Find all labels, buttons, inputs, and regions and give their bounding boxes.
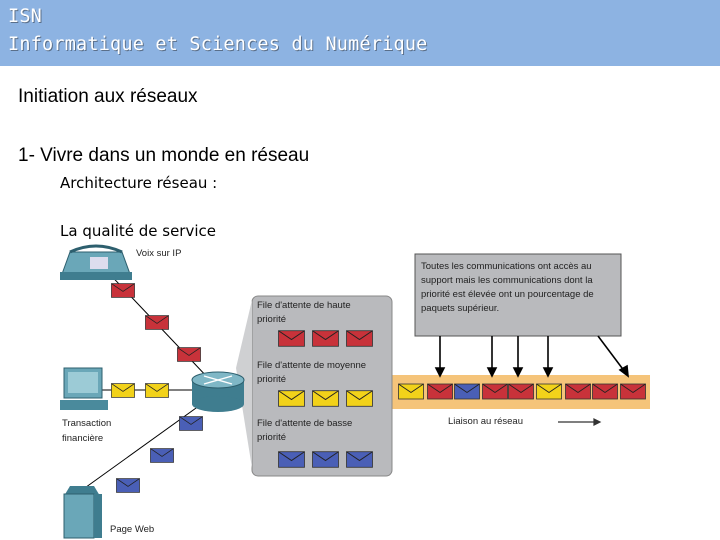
queue-low-label-1: File d'attente de basse: [257, 418, 352, 429]
note-box: [414, 253, 622, 337]
note-arrows: [434, 335, 629, 378]
header-line-2: Informatique et Sciences du Numérique: [8, 34, 428, 55]
envelope-icon-high-3: [177, 347, 201, 362]
subsection-qos: La qualité de service: [60, 222, 216, 240]
envelope-icon-low-1: [179, 416, 203, 431]
computer-icon: [60, 367, 108, 410]
note-line-2: support mais les communications dont la: [421, 275, 593, 286]
incoming-envelopes: [111, 283, 203, 493]
subsection-architecture: Architecture réseau :: [60, 174, 218, 192]
phone-icon: [60, 244, 132, 280]
queue-high-label-1: File d'attente de haute: [257, 300, 351, 311]
web-label: Page Web: [110, 524, 154, 535]
queue-high-label-2: priorité: [257, 314, 286, 325]
queue-mid-label-2: priorité: [257, 374, 286, 385]
header-banner: ISN Informatique et Sciences du Numériqu…: [0, 0, 720, 66]
server-icon: [63, 486, 102, 539]
link-envelopes: [398, 383, 646, 400]
envelope-icon-high-2: [145, 315, 169, 330]
queue-mid-label-1: File d'attente de moyenne: [257, 360, 366, 371]
note-line-4: paquets supérieur.: [421, 303, 499, 314]
note-line-3: priorité est élevée ont un pourcentage d…: [421, 289, 594, 300]
note-line-1: Toutes les communications ont accès au: [421, 261, 592, 272]
transaction-label-1: Transaction: [62, 418, 111, 429]
section-title: 1- Vivre dans un monde en réseau: [18, 145, 310, 166]
transaction-label-2: financière: [62, 433, 103, 444]
voip-label: Voix sur IP: [136, 248, 181, 259]
envelope-icon-low-3: [116, 478, 140, 493]
header-line-1: ISN: [8, 6, 43, 27]
envelope-icon-low-2: [150, 448, 174, 463]
slide-title: Initiation aux réseaux: [18, 86, 198, 107]
envelope-icon-mid-2: [145, 383, 169, 398]
link-label: Liaison au réseau: [448, 416, 523, 427]
arrow-right-icon: [558, 418, 602, 426]
envelope-icon-mid-1: [111, 383, 135, 398]
queue-low-label-2: priorité: [257, 432, 286, 443]
router-icon: [191, 371, 245, 412]
envelope-icon-high-1: [111, 283, 135, 298]
